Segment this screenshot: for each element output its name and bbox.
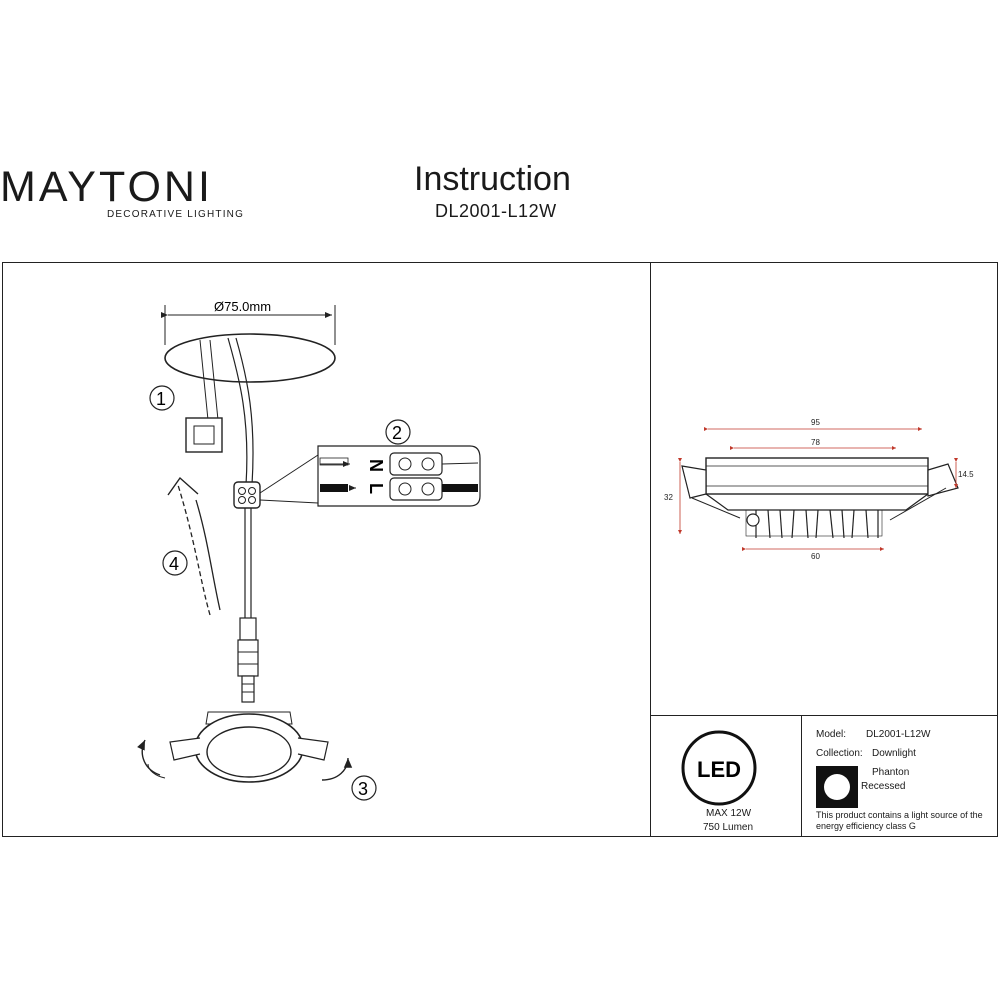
dimension-lines [678,427,958,551]
panel-divider-horizontal [650,715,998,716]
led-badge: LED [681,730,757,806]
model-code: DL2001-L12W [435,201,557,221]
dim-height: 32 [664,493,673,502]
model-label: Model: [816,729,847,740]
dim-outer-width: 95 [811,418,820,427]
cutout-diameter-label: Ø75.0mm [214,299,271,314]
step-1-marker: 1 [149,385,175,411]
collection-value: Downlight [872,748,916,759]
profile-drawing [681,457,959,521]
energy-note-line1: This product contains a light source of … [816,810,983,820]
live-label: L [366,483,386,494]
step-4-marker: 4 [162,550,188,576]
downlight-body [169,711,329,783]
svg-text:1: 1 [156,389,166,409]
brand-logo: MAYTONI [0,163,213,211]
recessed-icon [816,766,858,808]
ceiling-cutout: Ø75.0mm [161,299,336,383]
svg-text:4: 4 [169,554,179,574]
mount-type: Recessed [861,781,906,792]
svg-text:2: 2 [392,423,402,443]
step-2-marker: 2 [385,419,411,445]
collection-label: Collection: [816,748,863,759]
model-value: DL2001-L12W [866,729,931,740]
instruction-frame [2,262,998,837]
max-power: MAX 12W [706,808,752,819]
dim-flange-height: 14.5 [958,470,974,479]
neutral-label: N [366,459,386,472]
dim-body-width: 60 [811,552,820,561]
dim-face-width: 78 [811,438,820,447]
step-3-marker: 3 [351,775,377,801]
brand-tagline: DECORATIVE LIGHTING [107,209,245,220]
svg-text:LED: LED [697,757,741,782]
svg-text:3: 3 [358,779,368,799]
spec-divider [801,715,802,837]
series-name: Phanton [872,767,910,778]
lumen-output: 750 Lumen [703,822,754,833]
heatsink-fins [745,509,883,539]
energy-note-line2: energy efficiency class G [816,821,916,831]
panel-divider-vertical [650,262,651,837]
terminal-block [233,481,261,509]
wiring-detail: N L [317,445,481,507]
document-title: Instruction [414,160,571,198]
